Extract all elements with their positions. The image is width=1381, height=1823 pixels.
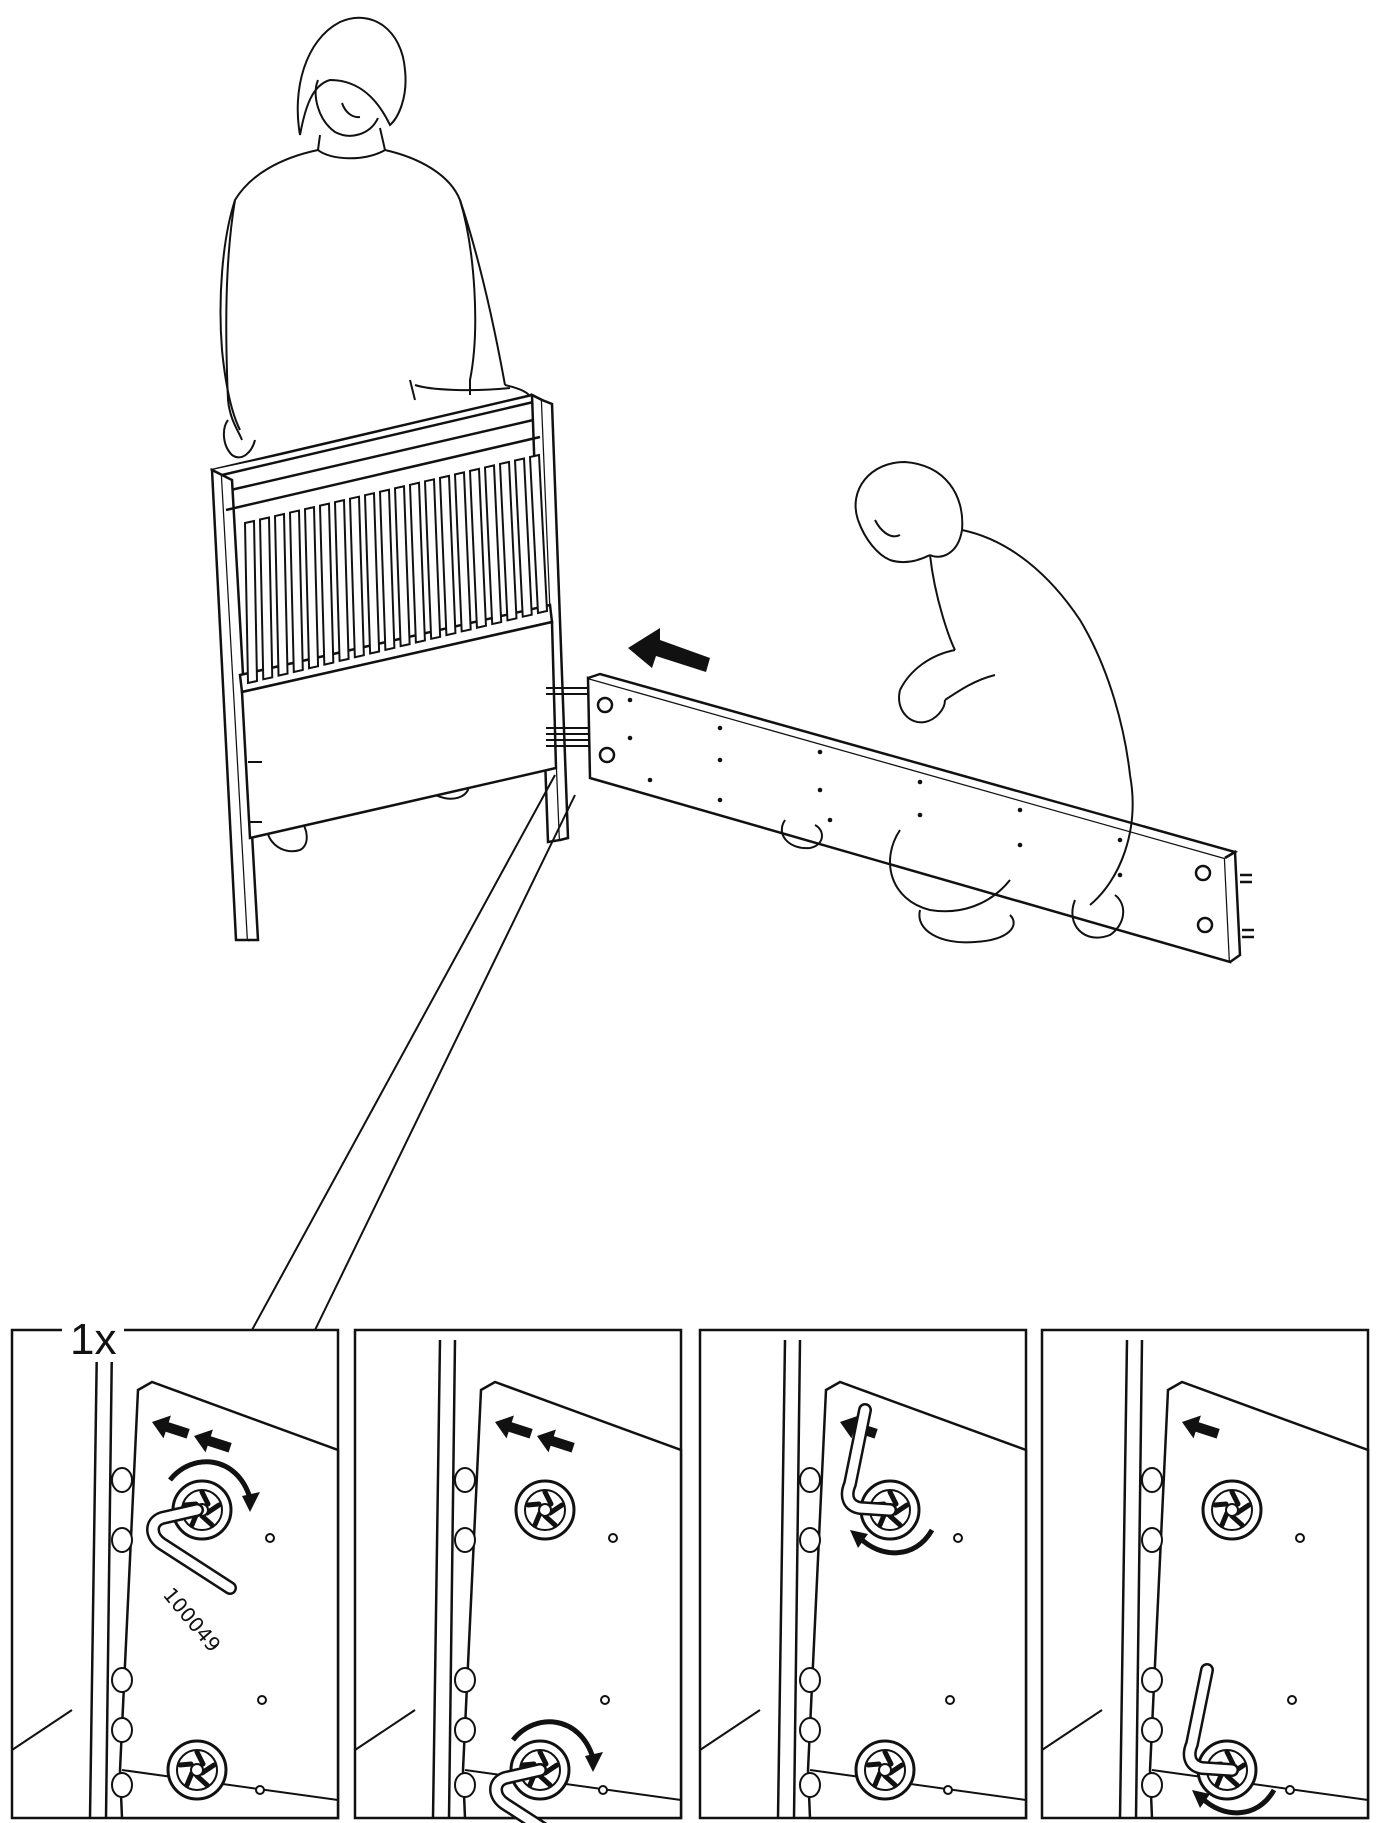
rotate-arrow [858, 1528, 935, 1556]
hole-dot [717, 757, 723, 763]
hole-dot [817, 787, 823, 793]
hole-dot [717, 725, 723, 731]
panel-1: 100049 [11, 1339, 340, 1820]
cam-lock-top [1203, 1481, 1261, 1539]
hole-dot [717, 797, 723, 803]
rotate-arrow [1200, 1788, 1277, 1816]
slat [348, 495, 365, 659]
slat [438, 474, 457, 637]
slat [303, 505, 320, 670]
hole-dot [627, 697, 633, 703]
man-figure [780, 460, 1134, 944]
quantity-label: 1x [62, 1318, 125, 1362]
hole-dot [1117, 872, 1123, 878]
hole-dot [917, 779, 923, 785]
slat [288, 509, 304, 674]
cam-lock-bottom [168, 1741, 226, 1799]
slat [453, 471, 472, 633]
slat [378, 488, 396, 652]
hole-dot [917, 812, 923, 818]
hole-dot [827, 817, 833, 823]
side-rail [586, 672, 1254, 964]
slat [363, 491, 381, 655]
slat [258, 516, 274, 681]
detail-panel-contents: 100049 [11, 1339, 1370, 1823]
rotate-arrow [168, 1459, 253, 1499]
slat [468, 467, 487, 629]
push-direction-arrow [628, 628, 710, 672]
hole-dot [647, 777, 653, 783]
slat [498, 460, 518, 622]
slat [408, 481, 426, 644]
slat [513, 457, 533, 618]
slat [483, 464, 503, 626]
rotate-arrow [511, 1719, 596, 1759]
panel-3 [699, 1339, 1028, 1820]
cam-lock-bottom [856, 1741, 914, 1799]
hole-dot [817, 749, 823, 755]
panel-2 [354, 1339, 683, 1823]
hole-dot [627, 735, 633, 741]
slat [273, 512, 289, 677]
slat [528, 453, 549, 615]
headboard-dowels [248, 687, 590, 823]
zoom-callout-lines [251, 774, 576, 1331]
slat [243, 519, 259, 685]
slat [393, 485, 411, 648]
hole-dot [1117, 837, 1123, 843]
slat [333, 498, 350, 663]
slat [423, 478, 442, 641]
headboard [210, 392, 570, 942]
panel-4 [1041, 1339, 1370, 1820]
woman-figure [219, 16, 533, 853]
hole-dot [1017, 842, 1023, 848]
slat [318, 502, 335, 666]
cam-lock-top [516, 1481, 574, 1539]
headboard-slats [243, 453, 549, 685]
hole-dot [1017, 807, 1023, 813]
